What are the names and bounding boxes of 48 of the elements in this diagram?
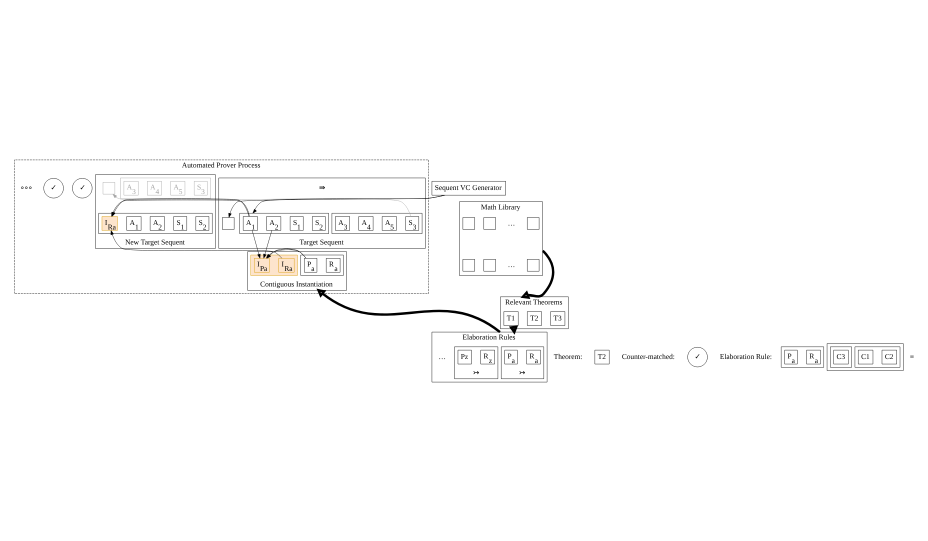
node-circle: ✓: [72, 178, 92, 198]
node-box: Sequent VC Generator: [432, 180, 506, 195]
node-box: T3: [550, 310, 566, 326]
cluster: [830, 346, 852, 368]
arrow: [508, 324, 518, 334]
cluster: [854, 346, 900, 368]
node-box: C3: [833, 349, 849, 364]
cluster: [780, 346, 824, 368]
node-box: T1: [504, 310, 518, 326]
arrow: [252, 230, 260, 258]
cluster: [98, 212, 212, 234]
node-label: ↣: [472, 367, 479, 376]
cluster: [332, 212, 422, 234]
cluster: [300, 254, 344, 276]
cluster: [120, 177, 211, 198]
cluster: [501, 346, 544, 378]
label: Elaboration Rule:: [720, 351, 772, 360]
cluster: [826, 342, 904, 370]
label: …: [508, 218, 516, 227]
arrow: [520, 249, 554, 298]
node-box: [527, 216, 540, 230]
arrow: [252, 194, 446, 213]
node-box: [527, 258, 540, 271]
node-circle: ✓: [687, 346, 708, 367]
node-box: C1: [858, 349, 874, 364]
label: ∘∘∘: [20, 182, 32, 192]
label: Theorem:: [554, 351, 582, 360]
cluster: [239, 212, 329, 234]
arrow: [316, 288, 501, 333]
node-box: [484, 216, 496, 230]
node-box: [102, 182, 116, 194]
node-box: [462, 258, 475, 271]
node-box: Pz: [458, 349, 472, 364]
node-box: C2: [882, 349, 897, 364]
node-box: T2: [594, 349, 610, 364]
node-box: [222, 216, 234, 230]
node-circle: ✓: [44, 178, 64, 198]
node-box: [484, 258, 496, 271]
label: ⇛: [319, 182, 326, 192]
label: ≡: [910, 351, 914, 360]
node-box: T2: [527, 310, 542, 326]
cluster: [454, 346, 498, 378]
node-box: [462, 216, 475, 230]
label: Counter-matched:: [622, 351, 675, 360]
label: …: [438, 351, 446, 360]
label: …: [508, 260, 516, 269]
node-label: ↣: [519, 367, 526, 376]
arrow: [228, 194, 446, 218]
